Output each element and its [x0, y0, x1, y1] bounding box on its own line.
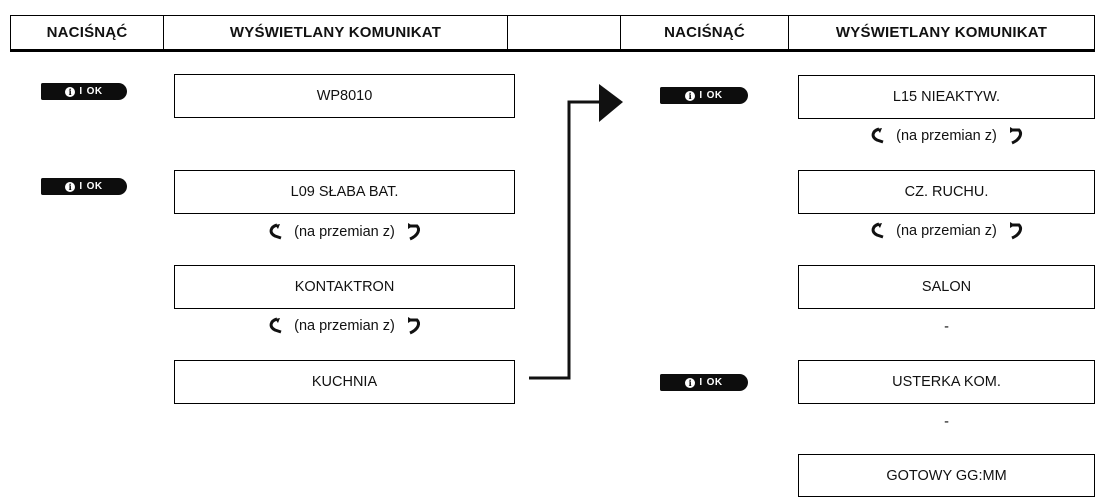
message-box: WP8010: [174, 74, 515, 118]
header-press: NACIŚNĄĆ: [10, 15, 164, 52]
ok-label: OK: [706, 377, 723, 388]
curved-arrow-right-icon: [407, 223, 420, 241]
alternate-text: (na przemian z): [896, 128, 997, 144]
alternate-line: (na przemian z): [174, 311, 515, 341]
message-box: GOTOWY GG:MM: [798, 454, 1095, 497]
message-box: KUCHNIA: [174, 360, 515, 404]
header-press-right: NACIŚNĄĆ: [620, 15, 789, 52]
alternate-text: (na przemian z): [896, 223, 997, 239]
header-message-right: WYŚWIETLANY KOMUNIKAT: [788, 15, 1095, 52]
message-box: SALON: [798, 265, 1095, 309]
ok-button[interactable]: i I OK: [41, 178, 127, 195]
info-icon: i: [65, 181, 76, 192]
ok-label: OK: [86, 86, 103, 97]
curved-arrow-left-icon: [269, 317, 282, 334]
info-icon: i: [685, 90, 696, 101]
button-separator: I: [699, 90, 703, 101]
curved-arrow-left-icon: [269, 223, 282, 240]
button-separator: I: [699, 377, 703, 388]
button-separator: I: [79, 86, 83, 97]
message-box: CZ. RUCHU.: [798, 170, 1095, 214]
message-box: USTERKA KOM.: [798, 360, 1095, 404]
alternate-line: (na przemian z): [798, 216, 1095, 246]
curved-arrow-left-icon: [871, 222, 884, 239]
info-icon: i: [685, 377, 696, 388]
header-blank: [507, 15, 621, 52]
info-icon: i: [65, 86, 76, 97]
ok-button[interactable]: i I OK: [41, 83, 127, 100]
separator-dash: -: [944, 319, 949, 335]
alternate-text: (na przemian z): [294, 224, 395, 240]
alternate-line: (na przemian z): [174, 217, 515, 247]
ok-label: OK: [86, 181, 103, 192]
message-box: L15 NIEAKTYW.: [798, 75, 1095, 119]
header-message: WYŚWIETLANY KOMUNIKAT: [163, 15, 508, 52]
ok-button[interactable]: i I OK: [660, 374, 748, 391]
message-box: KONTAKTRON: [174, 265, 515, 309]
message-box: L09 SŁABA BAT.: [174, 170, 515, 214]
curved-arrow-left-icon: [871, 127, 884, 144]
ok-button[interactable]: i I OK: [660, 87, 748, 104]
alternate-text: (na przemian z): [294, 318, 395, 334]
button-separator: I: [79, 181, 83, 192]
ok-label: OK: [706, 90, 723, 101]
separator-dash: -: [944, 414, 949, 430]
curved-arrow-right-icon: [1009, 222, 1022, 240]
curved-arrow-right-icon: [1009, 127, 1022, 145]
alternate-line: (na przemian z): [798, 121, 1095, 151]
curved-arrow-right-icon: [407, 317, 420, 335]
flow-arrow-icon: [529, 84, 623, 380]
